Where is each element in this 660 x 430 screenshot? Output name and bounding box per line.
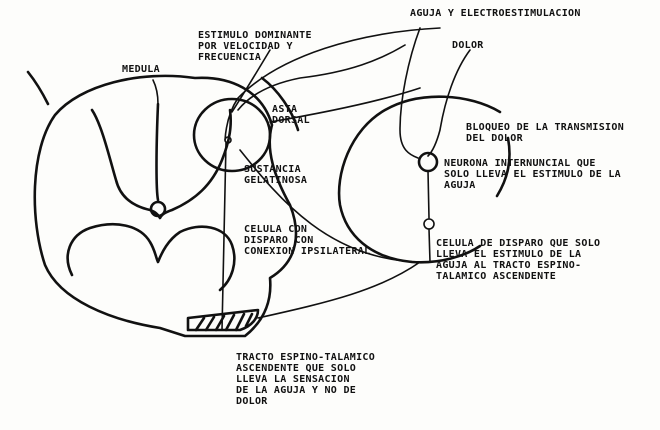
aguja-fiber-enlarged — [400, 28, 420, 158]
label-sustancia-gelatinosa: SUSTANCIA GELATINOSA — [244, 164, 307, 186]
dolor-fiber-enlarged — [428, 50, 470, 156]
label-estimulo-dominante: ESTIMULO DOMINANTE POR VELOCIDAD Y FRECU… — [198, 30, 312, 63]
label-dolor: DOLOR — [452, 40, 484, 51]
grey-matter-butterfly — [92, 104, 231, 218]
trigger-cell — [424, 219, 434, 229]
label-asta-dorsal: ASTA DORSAL — [272, 104, 310, 126]
label-neurona-internuncial: NEURONA INTERNUNCIAL QUE SOLO LLEVA EL E… — [444, 158, 621, 191]
internuncial-axon — [428, 171, 429, 218]
label-celula-disparo-solo: CELULA DE DISPARO QUE SOLO LLEVA EL ESTI… — [436, 238, 600, 282]
label-medula: MEDULA — [122, 64, 160, 75]
posterior-fissure — [153, 80, 158, 104]
ventral-horns — [68, 224, 235, 290]
dorsal-root-left — [28, 72, 48, 104]
label-bloqueo-transmision: BLOQUEO DE LA TRANSMISION DEL DOLOR — [466, 122, 624, 144]
trigger-cell-axon — [429, 229, 430, 262]
label-tracto-espinotalamico: TRACTO ESPINO-TALAMICO ASCENDENTE QUE SO… — [236, 352, 375, 407]
label-celula-disparo-ipsilateral: CELULA CON DISPARO CON CONEXION IPSILATE… — [244, 224, 370, 257]
connector-bottom — [258, 262, 420, 318]
label-aguja-electroestimulacion: AGUJA Y ELECTROESTIMULACION — [410, 8, 581, 19]
